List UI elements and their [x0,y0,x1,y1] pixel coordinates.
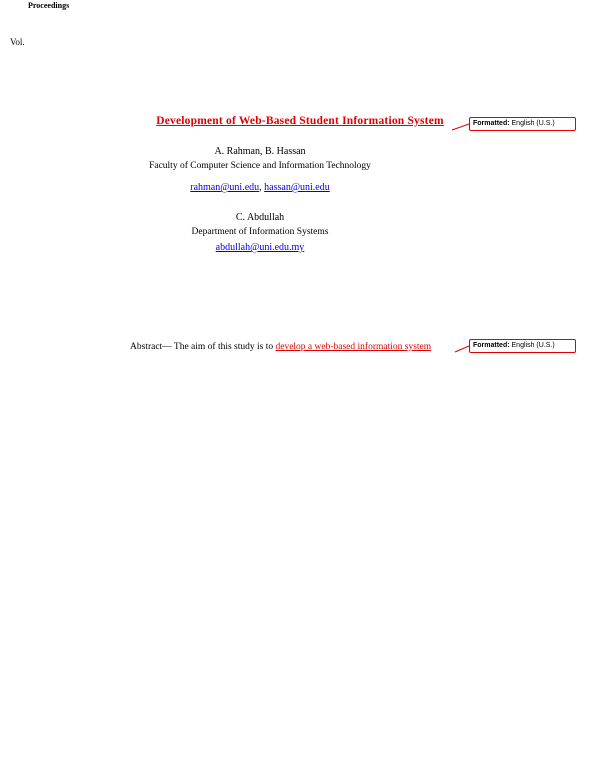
formatted-change-balloon[interactable]: Formatted: English (U.S.) [469,117,576,132]
authors-line: A. Rahman, B. Hassan [214,146,306,157]
author2-affiliation-line: Department of Information Systems [191,227,329,237]
email-separator: , [259,182,265,193]
author2-name-line: C. Abdullah [235,212,285,223]
balloon-value: English (U.S.) [509,342,555,349]
abstract-text: Abstract— The aim of this study is to [130,342,276,352]
author2-email-line: abdullah@uni.edu.my [0,242,520,253]
email-link-1[interactable]: rahman@uni.edu [190,182,260,193]
balloon-label: Formatted: [473,342,510,349]
formatted-change-balloon[interactable]: Formatted: English (U.S.) [469,339,576,354]
balloon-value: English (U.S.) [509,120,555,127]
tracked-insertion-text: develop a web-based information system [275,342,432,352]
balloon-label: Formatted: [473,120,510,127]
affiliation-line: Faculty of Computer Science and Informat… [149,161,371,171]
email-link-3[interactable]: abdullah@uni.edu.my [215,242,305,253]
page-header-fragment: Proceedings [28,1,70,10]
author1-emails-line: rahman@uni.edu, hassan@uni.edu [0,182,520,193]
paper-title: Development of Web-Based Student Informa… [156,115,444,127]
abstract-first-line: Abstract— The aim of this study is to de… [130,342,480,352]
page-margin-fragment: Vol. [10,37,25,47]
email-link-2[interactable]: hassan@uni.edu [264,182,330,193]
